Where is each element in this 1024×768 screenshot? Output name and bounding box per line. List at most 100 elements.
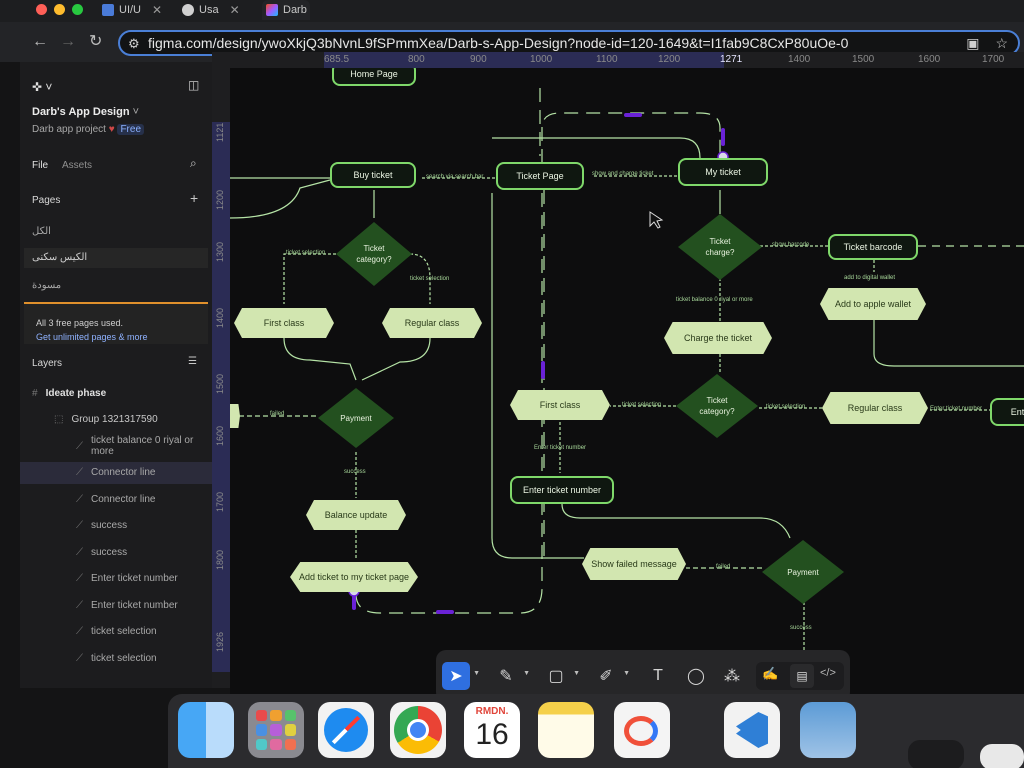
- chevron-down-icon[interactable]: ▼: [573, 670, 580, 677]
- safari-icon[interactable]: [318, 702, 374, 758]
- decision-label: Payment: [340, 413, 372, 423]
- connector-line: [492, 137, 701, 159]
- layer-row[interactable]: ⟋ticket selection: [20, 647, 212, 669]
- preview-icon[interactable]: [800, 702, 856, 758]
- node-add-apple-wallet[interactable]: Add to apple wallet: [820, 288, 926, 320]
- ruler-tick: 1121: [215, 122, 225, 142]
- add-page-icon[interactable]: +: [190, 190, 199, 206]
- node-ticket-barcode[interactable]: Ticket barcode: [828, 234, 918, 260]
- back-arrow-icon[interactable]: ←: [32, 33, 48, 50]
- connector-icon: ⟋: [76, 599, 83, 611]
- node-balance-update[interactable]: Balance update: [306, 500, 406, 530]
- node-ticket-category-left[interactable]: Ticket category?: [336, 222, 412, 286]
- node-buy-ticket[interactable]: Buy ticket: [330, 162, 416, 188]
- minimized-window[interactable]: [980, 744, 1024, 768]
- plan-badge[interactable]: Free: [117, 124, 144, 135]
- layers-list-icon[interactable]: ☰: [188, 356, 197, 367]
- node-payment-right[interactable]: Payment: [762, 540, 844, 604]
- notes-icon[interactable]: [538, 702, 594, 758]
- design-mode-icon[interactable]: ▤: [790, 664, 814, 688]
- comment-tool-icon[interactable]: ◯: [687, 668, 705, 685]
- page-item-selected[interactable]: الكيس سكنى: [24, 248, 208, 268]
- project-name[interactable]: Darb app project ♥ Free: [32, 124, 144, 135]
- toggle-panel-icon[interactable]: ◫: [188, 78, 200, 92]
- ruler-tick: 1500: [215, 373, 225, 394]
- chevron-down-icon[interactable]: ▼: [623, 670, 630, 677]
- search-icon[interactable]: ⌕: [190, 156, 197, 170]
- node-payment-left[interactable]: Payment: [318, 388, 394, 448]
- layer-row[interactable]: ⟋success: [20, 515, 212, 537]
- upgrade-link[interactable]: Get unlimited pages & more: [36, 332, 148, 342]
- freeform-icon[interactable]: [614, 702, 670, 758]
- node-first-class-left[interactable]: First class: [234, 308, 334, 338]
- layer-label: ticket selection: [91, 626, 157, 637]
- finder-icon[interactable]: [178, 702, 234, 758]
- browser-tab-3-active[interactable]: Darb: [262, 0, 310, 20]
- design-canvas[interactable]: Home Page Buy ticket Ticket category? Fi…: [230, 68, 1024, 698]
- edge-label: ticket balance 0 riyal or more: [676, 297, 753, 303]
- file-name[interactable]: Darb's App Design ˅: [32, 106, 140, 118]
- tab-assets[interactable]: Assets: [62, 160, 93, 171]
- close-window-button[interactable]: [36, 4, 47, 15]
- edge-label: Enter ticket number: [930, 406, 983, 412]
- dev-mode-icon[interactable]: </>: [820, 667, 836, 679]
- rectangle-tool-icon[interactable]: ▢▼: [548, 668, 580, 685]
- vscode-icon[interactable]: [724, 702, 780, 758]
- node-home-page[interactable]: Home Page: [332, 68, 416, 86]
- address-bar[interactable]: ⚙ figma.com/design/ywoXkjQ3bNvnL9fSPmmXe…: [118, 30, 1020, 56]
- layer-row[interactable]: ⟋ticket selection: [20, 621, 212, 643]
- node-ticket-category-right[interactable]: Ticket category?: [676, 374, 758, 438]
- draw-mode-icon[interactable]: ✍: [762, 666, 779, 681]
- node-enter-ticket-number[interactable]: Enter ticket number: [510, 476, 614, 504]
- close-tab-icon[interactable]: ✕: [229, 3, 240, 17]
- launchpad-icon[interactable]: [248, 702, 304, 758]
- layer-row[interactable]: ⟋Connector line: [20, 488, 212, 510]
- reload-icon[interactable]: ↻: [89, 33, 103, 50]
- layer-row[interactable]: ⟋ticket balance 0 riyal or more: [20, 435, 212, 457]
- node-charge-the-ticket[interactable]: Charge the ticket: [664, 322, 772, 354]
- bookmark-star-icon[interactable]: ☆: [995, 35, 1008, 51]
- node-add-ticket[interactable]: Add ticket to my ticket page: [290, 562, 418, 592]
- pen-tool-icon[interactable]: ✎▼: [499, 668, 530, 685]
- calendar-icon[interactable]: RMDN. 16: [464, 702, 520, 758]
- layer-row[interactable]: ⬚Group 1321317590: [20, 409, 212, 431]
- browser-tab-1[interactable]: UI/U ✕: [102, 0, 172, 20]
- edge-label: show barcode: [772, 242, 810, 248]
- forward-arrow-icon[interactable]: →: [60, 33, 76, 50]
- layer-row[interactable]: ⟋Enter ticket number: [20, 594, 212, 616]
- edge-label: add to digital wallet: [844, 275, 896, 281]
- tab-file[interactable]: File: [32, 160, 49, 171]
- close-tab-icon[interactable]: ✕: [152, 3, 163, 17]
- node-my-ticket[interactable]: My ticket: [678, 158, 768, 186]
- node-regular-class-right[interactable]: Regular class: [822, 392, 928, 424]
- install-app-icon[interactable]: ▣: [966, 35, 980, 51]
- page-item[interactable]: الكل: [32, 226, 51, 237]
- node-ticket-charge[interactable]: Ticket charge?: [678, 214, 762, 280]
- figma-menu-icon[interactable]: ✜ ˅: [32, 80, 53, 94]
- layer-row[interactable]: ⟋Enter ticket number: [20, 568, 212, 590]
- node-regular-class-left[interactable]: Regular class: [382, 308, 482, 338]
- layer-row[interactable]: ⟋success: [20, 541, 212, 563]
- browser-tab-2[interactable]: Usa ✕: [182, 0, 252, 20]
- chevron-down-icon[interactable]: ▼: [523, 670, 530, 677]
- node-first-class-right[interactable]: First class: [510, 390, 610, 420]
- layer-row[interactable]: #Ideate phase: [20, 382, 212, 404]
- node-ticket-page[interactable]: Ticket Page: [496, 162, 584, 190]
- move-tool-icon[interactable]: ➤▼: [442, 662, 480, 690]
- chrome-icon[interactable]: [390, 702, 446, 758]
- node-show-failed[interactable]: Show failed message: [582, 548, 686, 580]
- text-tool-icon[interactable]: T: [653, 667, 663, 684]
- chevron-down-icon[interactable]: ▼: [473, 670, 480, 677]
- actions-tool-icon[interactable]: ⁂: [724, 668, 740, 685]
- site-settings-icon[interactable]: ⚙: [128, 36, 140, 51]
- node-enter-partial[interactable]: Ente: [990, 398, 1024, 426]
- minimized-window[interactable]: [908, 740, 964, 768]
- zoom-window-button[interactable]: [72, 4, 83, 15]
- upgrade-banner: All 3 free pages used. Get unlimited pag…: [24, 302, 208, 344]
- pencil-tool-icon[interactable]: ✐▼: [599, 668, 630, 685]
- minimize-window-button[interactable]: [54, 4, 65, 15]
- node-partial-left[interactable]: [230, 404, 240, 428]
- macos-dock: RMDN. 16: [168, 694, 1024, 768]
- layer-row[interactable]: ⟋Connector line: [20, 461, 212, 484]
- page-item[interactable]: مسودة: [32, 280, 62, 291]
